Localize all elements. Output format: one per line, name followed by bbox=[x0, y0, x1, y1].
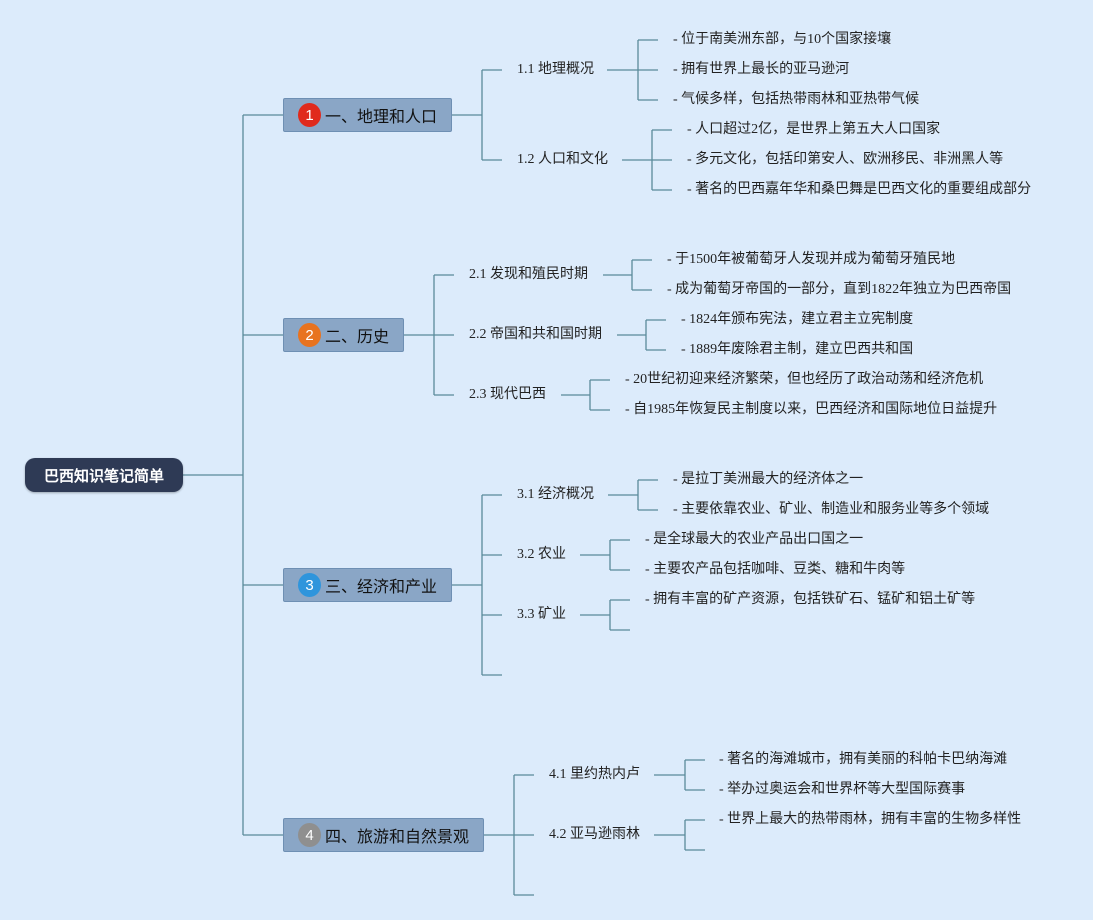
branch-label: 一、地理和人口 bbox=[324, 109, 437, 126]
leaf-item[interactable]: - 多元文化，包括印第安人、欧洲移民、非洲黑人等 bbox=[687, 152, 1004, 167]
leaf-item[interactable]: - 20世纪初迎来经济繁荣，但也经历了政治动荡和经济危机 bbox=[625, 372, 984, 387]
leaf-item[interactable]: - 于1500年被葡萄牙人发现并成为葡萄牙殖民地 bbox=[667, 252, 956, 267]
leaf-item[interactable]: - 拥有世界上最长的亚马逊河 bbox=[673, 62, 850, 77]
number-2-badge-icon: 2 bbox=[298, 323, 321, 347]
leaf-item[interactable]: - 成为葡萄牙帝国的一部分，直到1822年独立为巴西帝国 bbox=[667, 282, 1012, 297]
subtopic-1-2[interactable]: 1.2 人口和文化 bbox=[517, 152, 608, 167]
leaf-item[interactable]: - 是全球最大的农业产品出口国之一 bbox=[645, 532, 864, 547]
branch-geography-population[interactable]: 1 一、地理和人口 bbox=[283, 98, 452, 132]
leaf-item[interactable]: - 主要依靠农业、矿业、制造业和服务业等多个领域 bbox=[673, 502, 990, 517]
leaf-item[interactable]: - 主要农产品包括咖啡、豆类、糖和牛肉等 bbox=[645, 562, 906, 577]
leaf-item[interactable]: - 气候多样，包括热带雨林和亚热带气候 bbox=[673, 92, 920, 107]
leaf-item[interactable]: - 人口超过2亿，是世界上第五大人口国家 bbox=[687, 122, 941, 137]
leaf-item[interactable]: - 1889年废除君主制，建立巴西共和国 bbox=[681, 342, 914, 357]
root-topic[interactable]: 巴西知识笔记简单 bbox=[25, 458, 183, 492]
subtopic-3-2[interactable]: 3.2 农业 bbox=[517, 547, 566, 562]
branch-label: 二、历史 bbox=[324, 329, 389, 346]
leaf-item[interactable]: - 世界上最大的热带雨林，拥有丰富的生物多样性 bbox=[719, 812, 1022, 827]
subtopic-1-1[interactable]: 1.1 地理概况 bbox=[517, 62, 594, 77]
branch-history[interactable]: 2 二、历史 bbox=[283, 318, 404, 352]
subtopic-3-3[interactable]: 3.3 矿业 bbox=[517, 607, 566, 622]
leaf-item[interactable]: - 著名的巴西嘉年华和桑巴舞是巴西文化的重要组成部分 bbox=[687, 182, 1032, 197]
number-1-badge-icon: 1 bbox=[298, 103, 321, 127]
leaf-item[interactable]: - 1824年颁布宪法，建立君主立宪制度 bbox=[681, 312, 914, 327]
branch-economy-industry[interactable]: 3 三、经济和产业 bbox=[283, 568, 452, 602]
subtopic-3-1[interactable]: 3.1 经济概况 bbox=[517, 487, 594, 502]
leaf-item[interactable]: - 是拉丁美洲最大的经济体之一 bbox=[673, 472, 864, 487]
subtopic-2-1[interactable]: 2.1 发现和殖民时期 bbox=[469, 267, 588, 282]
number-3-badge-icon: 3 bbox=[298, 573, 321, 597]
subtopic-4-1[interactable]: 4.1 里约热内卢 bbox=[549, 767, 640, 782]
leaf-item[interactable]: - 举办过奥运会和世界杯等大型国际赛事 bbox=[719, 782, 966, 797]
branch-label: 三、经济和产业 bbox=[324, 579, 437, 596]
leaf-item[interactable]: - 拥有丰富的矿产资源，包括铁矿石、锰矿和铝土矿等 bbox=[645, 592, 976, 607]
subtopic-4-2[interactable]: 4.2 亚马逊雨林 bbox=[549, 827, 640, 842]
branch-label: 四、旅游和自然景观 bbox=[324, 829, 469, 846]
branch-tourism-nature[interactable]: 4 四、旅游和自然景观 bbox=[283, 818, 484, 852]
subtopic-2-2[interactable]: 2.2 帝国和共和国时期 bbox=[469, 327, 602, 342]
number-4-badge-icon: 4 bbox=[298, 823, 321, 847]
leaf-item[interactable]: - 位于南美洲东部，与10个国家接壤 bbox=[673, 32, 892, 47]
subtopic-2-3[interactable]: 2.3 现代巴西 bbox=[469, 387, 546, 402]
leaf-item[interactable]: - 著名的海滩城市，拥有美丽的科帕卡巴纳海滩 bbox=[719, 752, 1008, 767]
leaf-item[interactable]: - 自1985年恢复民主制度以来，巴西经济和国际地位日益提升 bbox=[625, 402, 998, 417]
